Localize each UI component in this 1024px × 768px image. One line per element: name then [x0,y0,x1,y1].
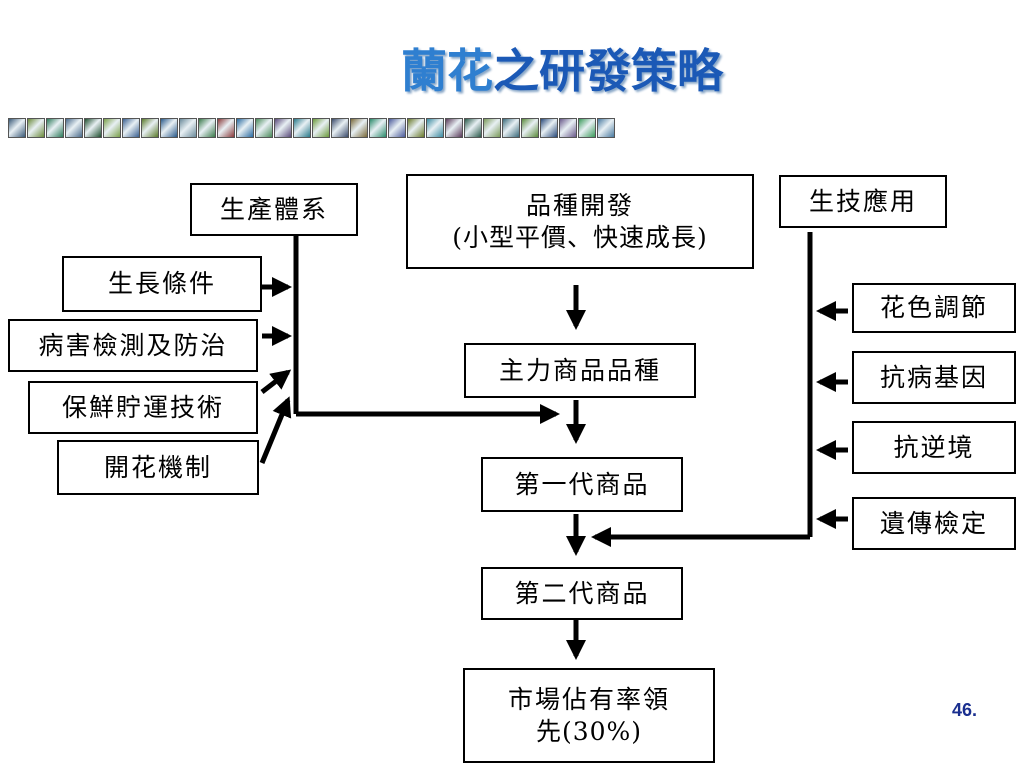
stress-resistance-label: 抗逆境 [893,432,975,462]
variety-development-line1: 品種開發 [525,190,634,220]
market-share-line1: 市場佔有率領 [507,684,670,714]
disease-resistance-gene-box: 抗病基因 [852,351,1016,404]
strip-tile [8,118,26,138]
preservation-arrow [260,369,292,394]
preservation-transport-label: 保鮮貯運技術 [61,392,224,422]
strip-tile [217,118,235,138]
strip-tile [407,118,425,138]
second-generation-label: 第二代商品 [514,578,650,608]
second-generation-box: 第二代商品 [481,567,683,620]
strip-tile [521,118,539,138]
title-rest: 之研發策略 [493,44,723,98]
genetic-testing-box: 遺傳檢定 [852,497,1016,550]
color-regulation-label: 花色調節 [879,293,988,322]
strip-tile [103,118,121,138]
disease-detection-label: 病害檢測及防治 [38,330,228,360]
strip-tile [369,118,387,138]
slide-title: 蘭花之研發策略 [0,36,1024,106]
strip-tile [293,118,311,138]
flowering-mechanism-box: 開花機制 [57,440,259,495]
strip-tile [274,118,292,138]
variety-development-line2: (小型平價、快速成長) [452,222,708,252]
growth-conditions-box: 生長條件 [62,256,262,312]
strip-tile [198,118,216,138]
production-system-label: 生產體系 [219,194,328,224]
disease-resistance-gene-label: 抗病基因 [879,362,988,392]
color-regulation-box: 花色調節 [852,283,1016,333]
disease-detection-box: 病害檢測及防治 [8,319,258,372]
stress-resistance-box: 抗逆境 [852,421,1016,474]
preservation-transport-box: 保鮮貯運技術 [28,381,258,434]
strip-tile [350,118,368,138]
title-highlight: 蘭花 [401,44,493,98]
main-variety-label: 主力商品品種 [498,355,661,385]
main-variety-box: 主力商品品種 [464,343,696,398]
strip-tile [426,118,444,138]
strip-tile [331,118,349,138]
strip-tile [445,118,463,138]
market-share-line2: 先(30%) [535,716,643,746]
strip-tile [84,118,102,138]
strip-tile [236,118,254,138]
first-generation-label: 第一代商品 [514,469,650,499]
strip-tile [122,118,140,138]
page-number: 46. [952,700,978,720]
strip-tile [312,118,330,138]
strip-tile [483,118,501,138]
strip-tile [160,118,178,138]
decorative-image-strip [8,118,622,138]
strip-tile [540,118,558,138]
genetic-testing-label: 遺傳檢定 [879,508,988,538]
strip-tile [502,118,520,138]
variety-development-box: 品種開發(小型平價、快速成長) [406,174,754,269]
growth-conditions-label: 生長條件 [107,269,216,298]
strip-tile [65,118,83,138]
first-generation-box: 第一代商品 [481,457,683,512]
strip-tile [141,118,159,138]
strip-tile [597,118,615,138]
flowering-mechanism-label: 開花機制 [103,452,212,482]
strip-tile [27,118,45,138]
biotech-application-box: 生技應用 [779,175,947,228]
strip-tile [46,118,64,138]
strip-tile [179,118,197,138]
strip-tile [578,118,596,138]
market-share-box: 市場佔有率領先(30%) [463,668,715,763]
production-system-box: 生產體系 [190,183,358,236]
strip-tile [559,118,577,138]
strip-tile [255,118,273,138]
strip-tile [464,118,482,138]
flowering-arrow [259,396,292,464]
biotech-application-label: 生技應用 [808,186,917,216]
strip-tile [388,118,406,138]
